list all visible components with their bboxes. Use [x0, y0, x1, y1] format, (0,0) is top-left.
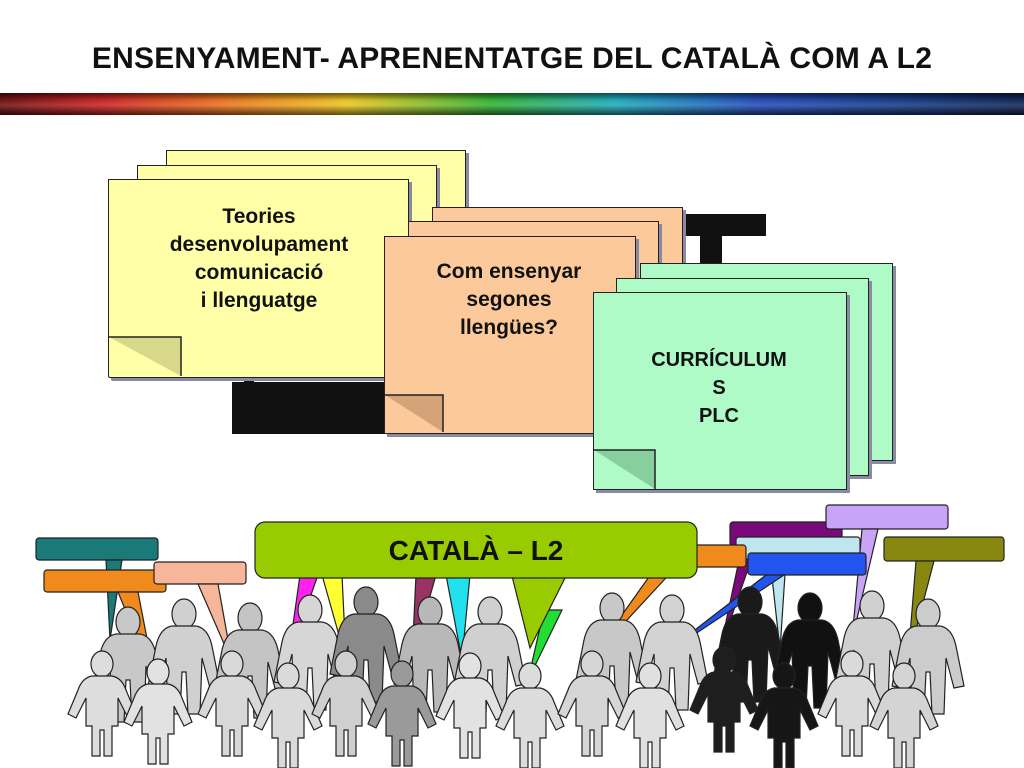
card-line: S [712, 377, 726, 399]
card-line: CURRÍCULUM [651, 349, 787, 371]
card-line: i llenguatge [200, 289, 318, 312]
card-teaching-text: Com ensenyar segones llengües? [396, 258, 622, 342]
card-line: comunicació [194, 261, 324, 284]
main-speech-bubble-label: CATALÀ – L2 [388, 535, 564, 566]
rainbow-divider [0, 93, 1024, 115]
card-line: PLC [699, 405, 739, 427]
main-speech-bubble [254, 521, 698, 650]
card-line: segones [466, 288, 552, 311]
card-line: Teories [222, 205, 296, 228]
card-line: llengües? [459, 316, 559, 339]
card-line: Com ensenyar [436, 260, 582, 283]
card-theories-text: Teories desenvolupament comunicació i ll… [120, 203, 398, 315]
card-line: desenvolupament [169, 233, 349, 256]
slide-title: ENSENYAMENT- APRENENTATGE DEL CATALÀ COM… [91, 42, 933, 75]
card-curriculum-text: CURRÍCULUM S PLC [600, 346, 838, 430]
